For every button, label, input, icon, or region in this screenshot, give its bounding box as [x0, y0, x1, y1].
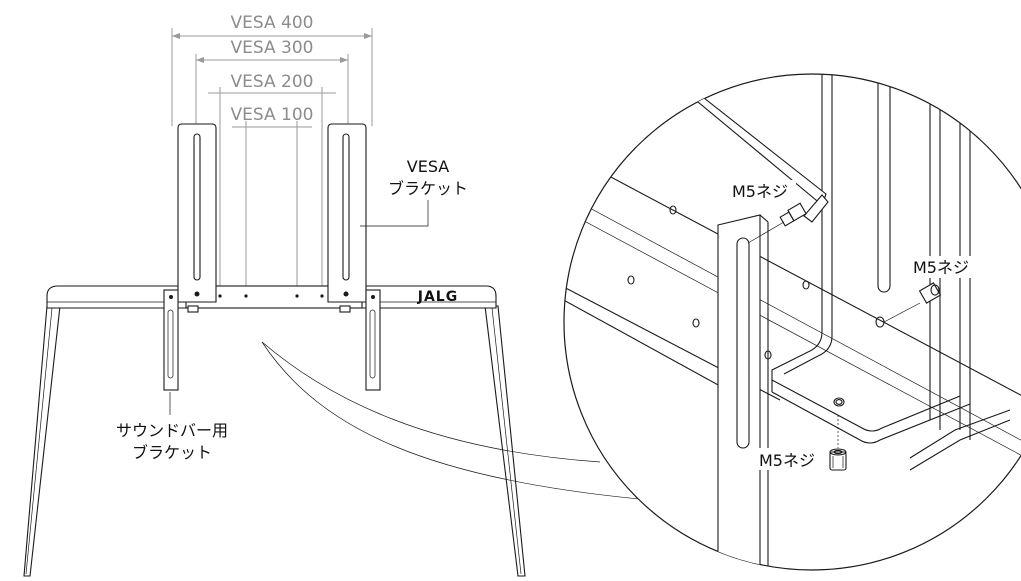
vesa-bracket-right — [327, 123, 367, 303]
zoom-detail: M5ネジ M5ネジ M5ネジ — [563, 73, 1021, 571]
vesa-200-label: VESA 200 — [231, 72, 314, 92]
vesa-dimension-group: VESA 400 VESA 300 VESA 200 VESA 100 — [171, 13, 373, 290]
screw-on-hex-key — [747, 202, 807, 244]
vesa-bracket-callout: VESA ブラケット — [360, 157, 468, 227]
right-leg — [484, 305, 526, 577]
m5-screw-label-bottom: M5ネジ — [759, 451, 815, 470]
vesa-100-dimension: VESA 100 — [231, 105, 314, 290]
stand-drawing: JALG — [23, 123, 526, 577]
screw-bottom — [829, 415, 847, 471]
soundbar-bracket-label-line2: ブラケット — [132, 443, 212, 462]
vesa-400-dimension: VESA 400 — [171, 13, 373, 126]
zoom-connector — [261, 341, 651, 501]
vesa-bracket-left — [177, 123, 217, 303]
m5-screw-label-right: M5ネジ — [913, 258, 969, 277]
soundbar-bracket-label-line1: サウンドバー用 — [116, 421, 228, 440]
soundbar-bracket-callout: サウンドバー用 ブラケット — [116, 392, 228, 462]
vesa-400-label: VESA 400 — [231, 13, 314, 33]
vesa-bracket-label-line2: ブラケット — [388, 179, 468, 198]
m5-screw-label-top: M5ネジ — [732, 182, 788, 201]
brand-logo: JALG — [417, 289, 458, 305]
vesa-100-label: VESA 100 — [231, 105, 314, 125]
soundbar-bracket-left — [163, 289, 179, 391]
vesa-200-dimension: VESA 200 — [208, 72, 336, 290]
soundbar-bracket-right — [365, 289, 381, 391]
vesa-300-label: VESA 300 — [231, 38, 314, 58]
screw-right — [883, 282, 942, 323]
vesa-300-dimension: VESA 300 — [195, 38, 349, 126]
left-leg — [23, 305, 61, 577]
vesa-bracket-label-line1: VESA — [407, 157, 450, 176]
